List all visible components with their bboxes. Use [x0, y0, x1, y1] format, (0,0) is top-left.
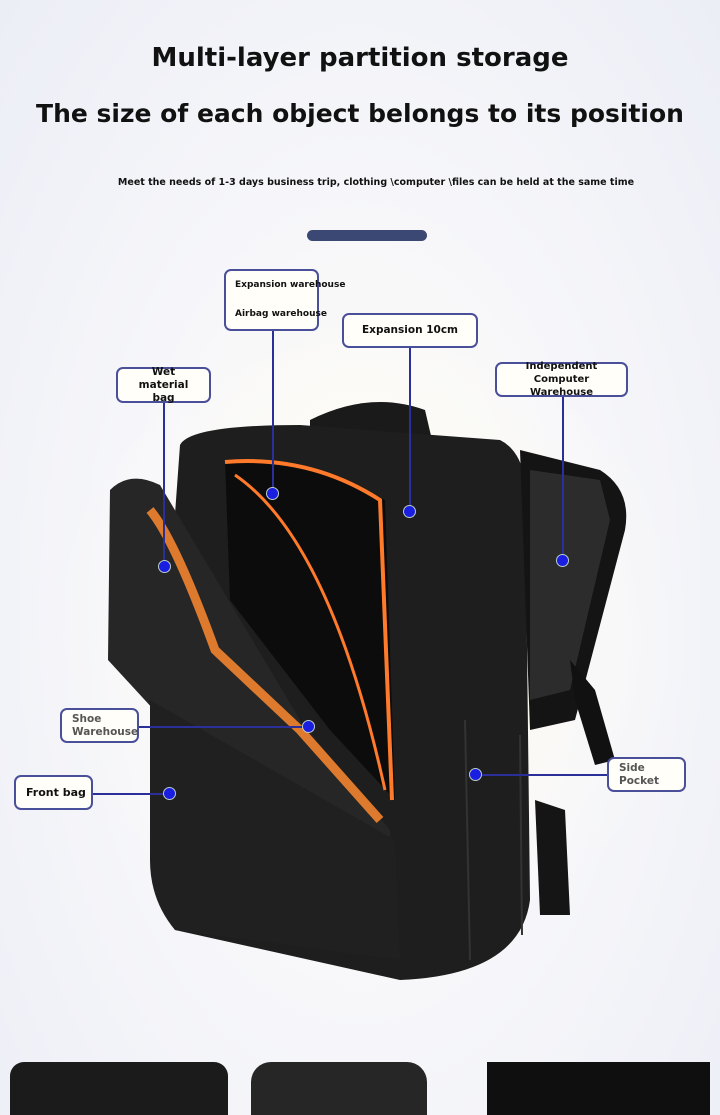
description: Meet the needs of 1-3 days business trip…	[117, 177, 635, 188]
connector-line	[93, 793, 169, 795]
hotspot-dot[interactable]	[469, 768, 482, 781]
callout-shoe-warehouse: Shoe Warehouse	[60, 708, 139, 743]
callout-expansion-10cm: Expansion 10cm	[342, 313, 478, 348]
connector-line	[562, 396, 564, 560]
divider-bar	[307, 230, 427, 241]
connector-line	[409, 347, 411, 511]
thumbnail-3[interactable]	[487, 1062, 710, 1115]
callout-front-bag: Front bag	[14, 775, 93, 810]
thumbnail-1[interactable]	[10, 1062, 228, 1115]
hotspot-dot[interactable]	[163, 787, 176, 800]
connector-line	[138, 726, 308, 728]
callout-independent-computer-warehouse: Independent Computer Warehouse	[495, 361, 628, 398]
connector-line	[475, 774, 608, 776]
callout-side-pocket: Side Pocket	[607, 757, 686, 792]
hotspot-dot[interactable]	[266, 487, 279, 500]
hotspot-dot[interactable]	[158, 560, 171, 573]
page-subtitle: The size of each object belongs to its p…	[36, 99, 684, 128]
thumbnail-2[interactable]	[251, 1062, 427, 1115]
callout-expansion-airbag: Expansion warehouse Airbag warehouse	[224, 269, 345, 331]
callout-expansion-warehouse: Expansion warehouse	[235, 280, 346, 290]
hotspot-dot[interactable]	[556, 554, 569, 567]
callout-wet-material-bag: Wet material bag	[116, 366, 211, 404]
hotspot-dot[interactable]	[403, 505, 416, 518]
hotspot-dot[interactable]	[302, 720, 315, 733]
connector-line	[163, 402, 165, 566]
callout-airbag-warehouse: Airbag warehouse	[235, 309, 327, 319]
connector-line	[272, 330, 274, 493]
page-title: Multi-layer partition storage	[151, 43, 569, 73]
